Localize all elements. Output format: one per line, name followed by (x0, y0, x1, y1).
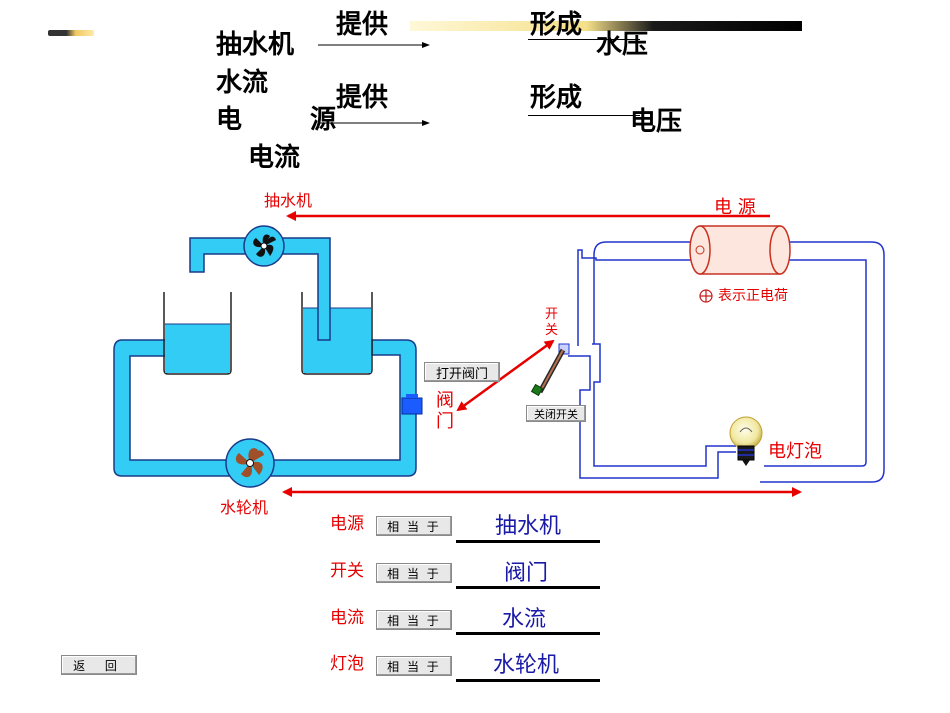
equals-button[interactable]: 相 当 于 (376, 563, 452, 583)
decor-top-bar (410, 21, 802, 31)
pump-label: 抽水机 (264, 191, 313, 210)
header-underline-1 (528, 39, 640, 40)
open-valve-button[interactable]: 打开阀门 (424, 362, 500, 382)
arrow-valve-switch (456, 339, 555, 412)
header-voltage: 电压 (630, 107, 683, 137)
electric-circuit (568, 241, 885, 483)
back-button[interactable]: 返 回 (61, 655, 137, 675)
valve-label-a: 阀 (436, 390, 454, 411)
header-current: 电流 (248, 143, 301, 173)
match-term: 电流 (330, 608, 364, 628)
equals-button[interactable]: 相 当 于 (376, 656, 452, 676)
header-power-text-a: 电 (216, 105, 243, 135)
header-arrow-2 (318, 112, 430, 126)
bulb-label: 电灯泡 (768, 441, 822, 462)
valve-icon (401, 397, 423, 415)
match-answer: 抽水机 (494, 514, 561, 539)
header-water-pressure: 水压 (596, 30, 649, 60)
right-tank (301, 292, 373, 375)
header-form-text-1: 形成 (530, 10, 583, 40)
close-switch-button[interactable]: 关闭开关 (526, 405, 586, 422)
match-term: 灯泡 (330, 654, 364, 674)
answer-underline (456, 540, 600, 543)
switch-label-a: 开 (545, 307, 559, 322)
decor-top-left-mark (48, 30, 94, 36)
header-arrow-1 (318, 34, 430, 48)
water-pipe-loop (113, 339, 417, 477)
left-tank (163, 292, 232, 375)
match-answer: 阀门 (503, 561, 548, 586)
analogy-arrows (282, 211, 802, 497)
match-term: 开关 (330, 561, 364, 581)
turbine-label: 水轮机 (220, 498, 269, 517)
valve-label-b: 门 (436, 411, 454, 432)
answer-underline (456, 632, 600, 635)
match-term: 电源 (330, 514, 364, 534)
match-answer: 水流 (501, 607, 546, 632)
answer-underline (456, 679, 600, 682)
bulb-icon (729, 416, 763, 466)
switch-label-b: 关 (545, 323, 559, 338)
wire-lower-outer (568, 355, 736, 479)
answer-underline (456, 586, 600, 589)
header-power-text-b: 源 (310, 105, 337, 135)
equals-button[interactable]: 相 当 于 (376, 610, 452, 630)
wire-outer (593, 241, 885, 483)
pump-pipe (189, 237, 331, 341)
wire-inner (577, 249, 867, 467)
pump-fan-icon (253, 234, 276, 257)
match-answer: 水轮机 (492, 653, 559, 678)
positive-charge-note: 表示正电荷 (718, 288, 788, 304)
water-circuit (113, 225, 423, 488)
header-underline-2 (528, 115, 640, 116)
header-provide-text-2: 提供 (336, 83, 389, 113)
battery-icon (689, 225, 791, 275)
header-pump-text: 抽水机 (216, 30, 295, 60)
power-source-label: 电 源 (714, 197, 756, 218)
header-form-text-2: 形成 (530, 83, 583, 113)
wire-lower-inner (592, 343, 736, 467)
header-provide-text-1: 提供 (336, 10, 389, 40)
equals-button[interactable]: 相 当 于 (376, 516, 452, 536)
positive-charge-icon (699, 289, 713, 303)
header-water-flow: 水流 (216, 68, 269, 98)
turbine-fan-icon (235, 448, 264, 478)
